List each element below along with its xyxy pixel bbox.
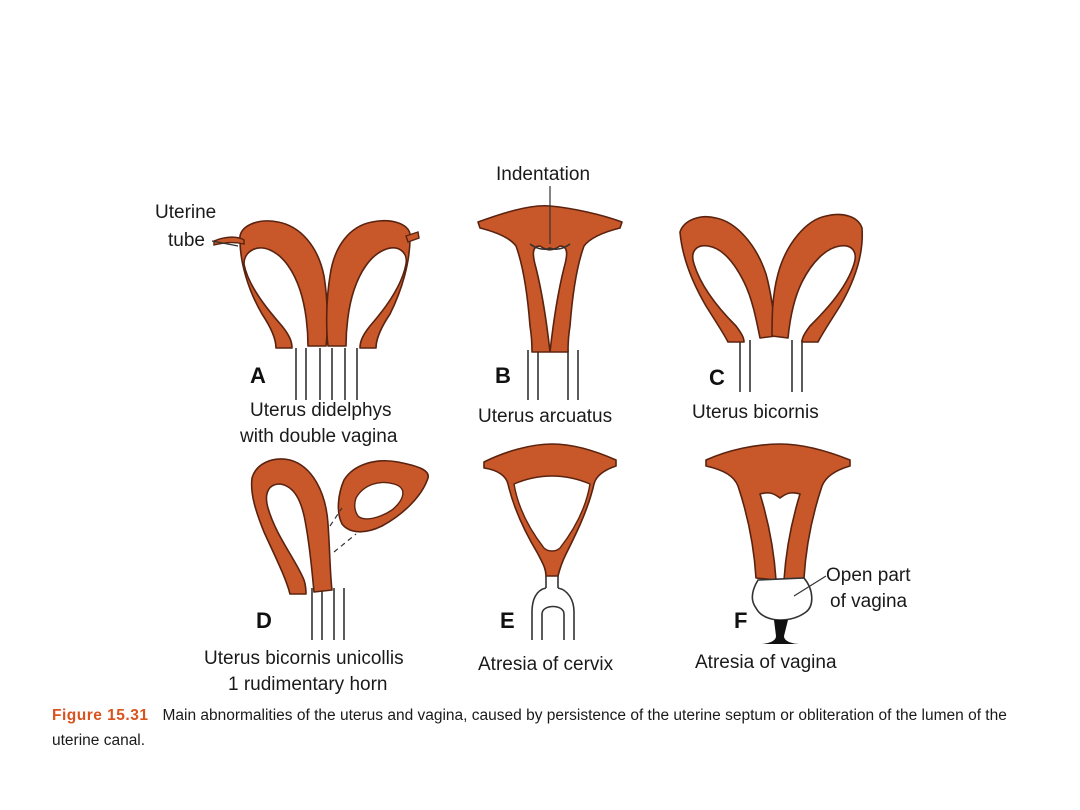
panel-a-illustration	[213, 220, 420, 400]
panel-e-letter: E	[500, 608, 515, 633]
panel-f-caption-line1: Atresia of vagina	[695, 652, 837, 673]
figure-number: Figure 15.31	[52, 707, 149, 724]
panel-b-vagina-outline	[527, 350, 579, 400]
panel-a-vagina-outline	[295, 348, 358, 400]
panel-d-vagina-outline	[311, 588, 345, 640]
panel-b-cavity-top	[529, 243, 571, 250]
panel-f-open-vagina	[751, 577, 813, 621]
panel-f-atretic-vagina	[760, 620, 800, 644]
panel-a-left-horn	[239, 220, 329, 349]
panel-a-caption-line2: with double vagina	[239, 426, 398, 447]
figure-caption-text: Main abnormalities of the uterus and vag…	[52, 707, 1007, 749]
uterine-tube-leader	[211, 240, 239, 247]
open-part-leader	[793, 575, 827, 597]
panel-b-illustration	[477, 204, 623, 400]
panel-d-illustration	[250, 458, 429, 640]
panel-a-letter: A	[250, 363, 266, 388]
panel-f-illustration	[705, 443, 851, 644]
panel-c-left-horn	[679, 216, 777, 343]
panel-b-caption-line1: Uterus arcuatus	[478, 406, 612, 427]
panel-c-illustration	[679, 213, 864, 392]
panel-b-uterus	[477, 204, 623, 353]
panel-f-letter: F	[734, 608, 747, 633]
panel-e-caption-line1: Atresia of cervix	[478, 654, 614, 675]
uterine-tube-label-line1: Uterine	[155, 202, 216, 223]
panel-d-dashed-connection	[329, 507, 357, 553]
panel-e-vagina-outline	[531, 587, 575, 640]
panel-d-rudimentary-cavity	[353, 481, 404, 520]
panel-a-right-tube	[405, 231, 420, 243]
panel-a-right-horn	[325, 220, 411, 349]
uterine-tube-label-line2: tube	[168, 230, 205, 251]
panel-c-caption-line1: Uterus bicornis	[692, 402, 819, 423]
panel-d-letter: D	[256, 608, 272, 633]
panel-b-letter: B	[495, 363, 511, 388]
open-part-label-line1: Open part	[826, 565, 911, 586]
panel-d-caption-line1: Uterus bicornis unicollis	[204, 648, 404, 669]
panel-e-stenotic-cervix	[545, 576, 559, 588]
panel-d-caption-line2: 1 rudimentary horn	[228, 674, 387, 695]
panel-c-vagina-outline	[739, 340, 803, 392]
panel-a-caption-line1: Uterus didelphys	[250, 400, 392, 421]
panel-e-cavity	[513, 475, 591, 552]
open-part-label-line2: of vagina	[830, 591, 908, 612]
panel-e-illustration	[483, 443, 617, 640]
panel-f-uterus	[705, 443, 851, 581]
indentation-label: Indentation	[496, 164, 590, 185]
panel-c-letter: C	[709, 365, 725, 390]
panel-d-main-horn	[250, 458, 333, 595]
panel-c-right-horn	[771, 213, 864, 343]
